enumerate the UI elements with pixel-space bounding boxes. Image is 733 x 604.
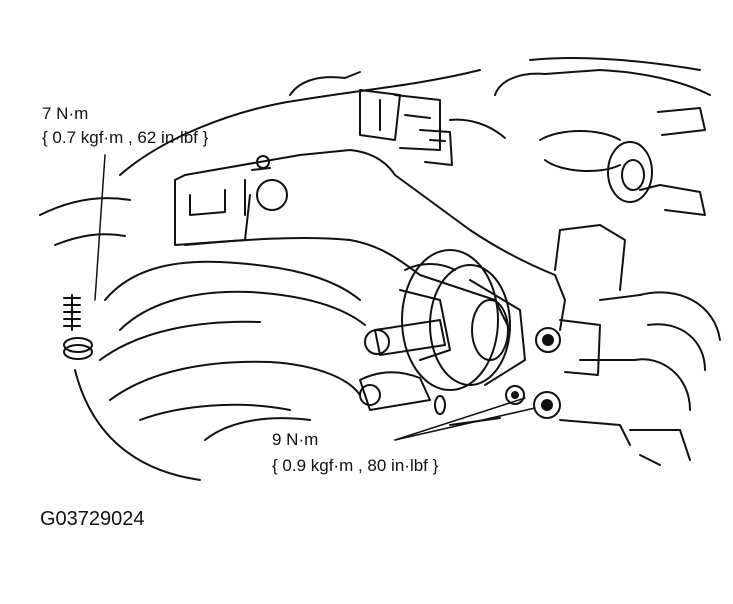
- throttle-cable-bracket: [174, 149, 566, 331]
- lower-torque-value: 9 N·m: [272, 430, 319, 449]
- upper-torque-value: 7 N·m: [42, 104, 89, 123]
- upper-torque-conversion: { 0.7 kgf·m , 62 in·lbf }: [42, 128, 209, 147]
- mounting-bolts: [505, 319, 601, 419]
- lower-components: [449, 417, 691, 466]
- lower-torque-conversion: { 0.9 kgf·m , 80 in·lbf }: [272, 456, 439, 475]
- figure-code: G03729024: [40, 508, 145, 530]
- stud-bolt: [63, 294, 93, 360]
- throttle-linkage: [359, 289, 451, 415]
- intake-tube: [554, 224, 721, 411]
- lower-leader-line-1: [394, 397, 526, 441]
- leader-lines: [94, 154, 536, 441]
- hose-fitting: [539, 107, 706, 216]
- lower-leader-line-2: [394, 407, 536, 441]
- engine-block-outline: [39, 57, 711, 246]
- electrical-connector: [359, 89, 453, 166]
- throttle-pulley: [401, 249, 526, 391]
- intake-plenum: [74, 260, 366, 481]
- upper-leader-line: [94, 154, 106, 301]
